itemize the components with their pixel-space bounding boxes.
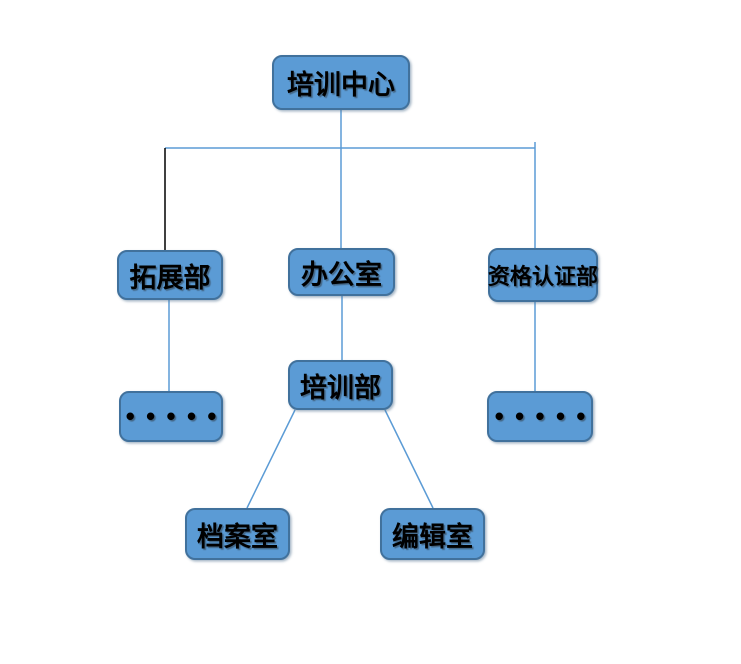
node-qualification-certification-dept[interactable]: 资格认证部 — [488, 248, 598, 302]
node-archive-room[interactable]: 档案室 — [185, 508, 290, 560]
node-training-dept[interactable]: 培训部 — [288, 360, 393, 410]
node-expansion-dept[interactable]: 拓展部 — [117, 250, 223, 300]
node-editing-room[interactable]: 编辑室 — [380, 508, 485, 560]
connector-training-editing — [384, 409, 434, 509]
node-dots-right[interactable]: ••••• — [487, 391, 593, 442]
connector-training-archive — [246, 409, 296, 509]
node-training-center[interactable]: 培训中心 — [272, 55, 410, 110]
node-dots-left[interactable]: ••••• — [119, 391, 223, 442]
node-office[interactable]: 办公室 — [288, 248, 395, 296]
